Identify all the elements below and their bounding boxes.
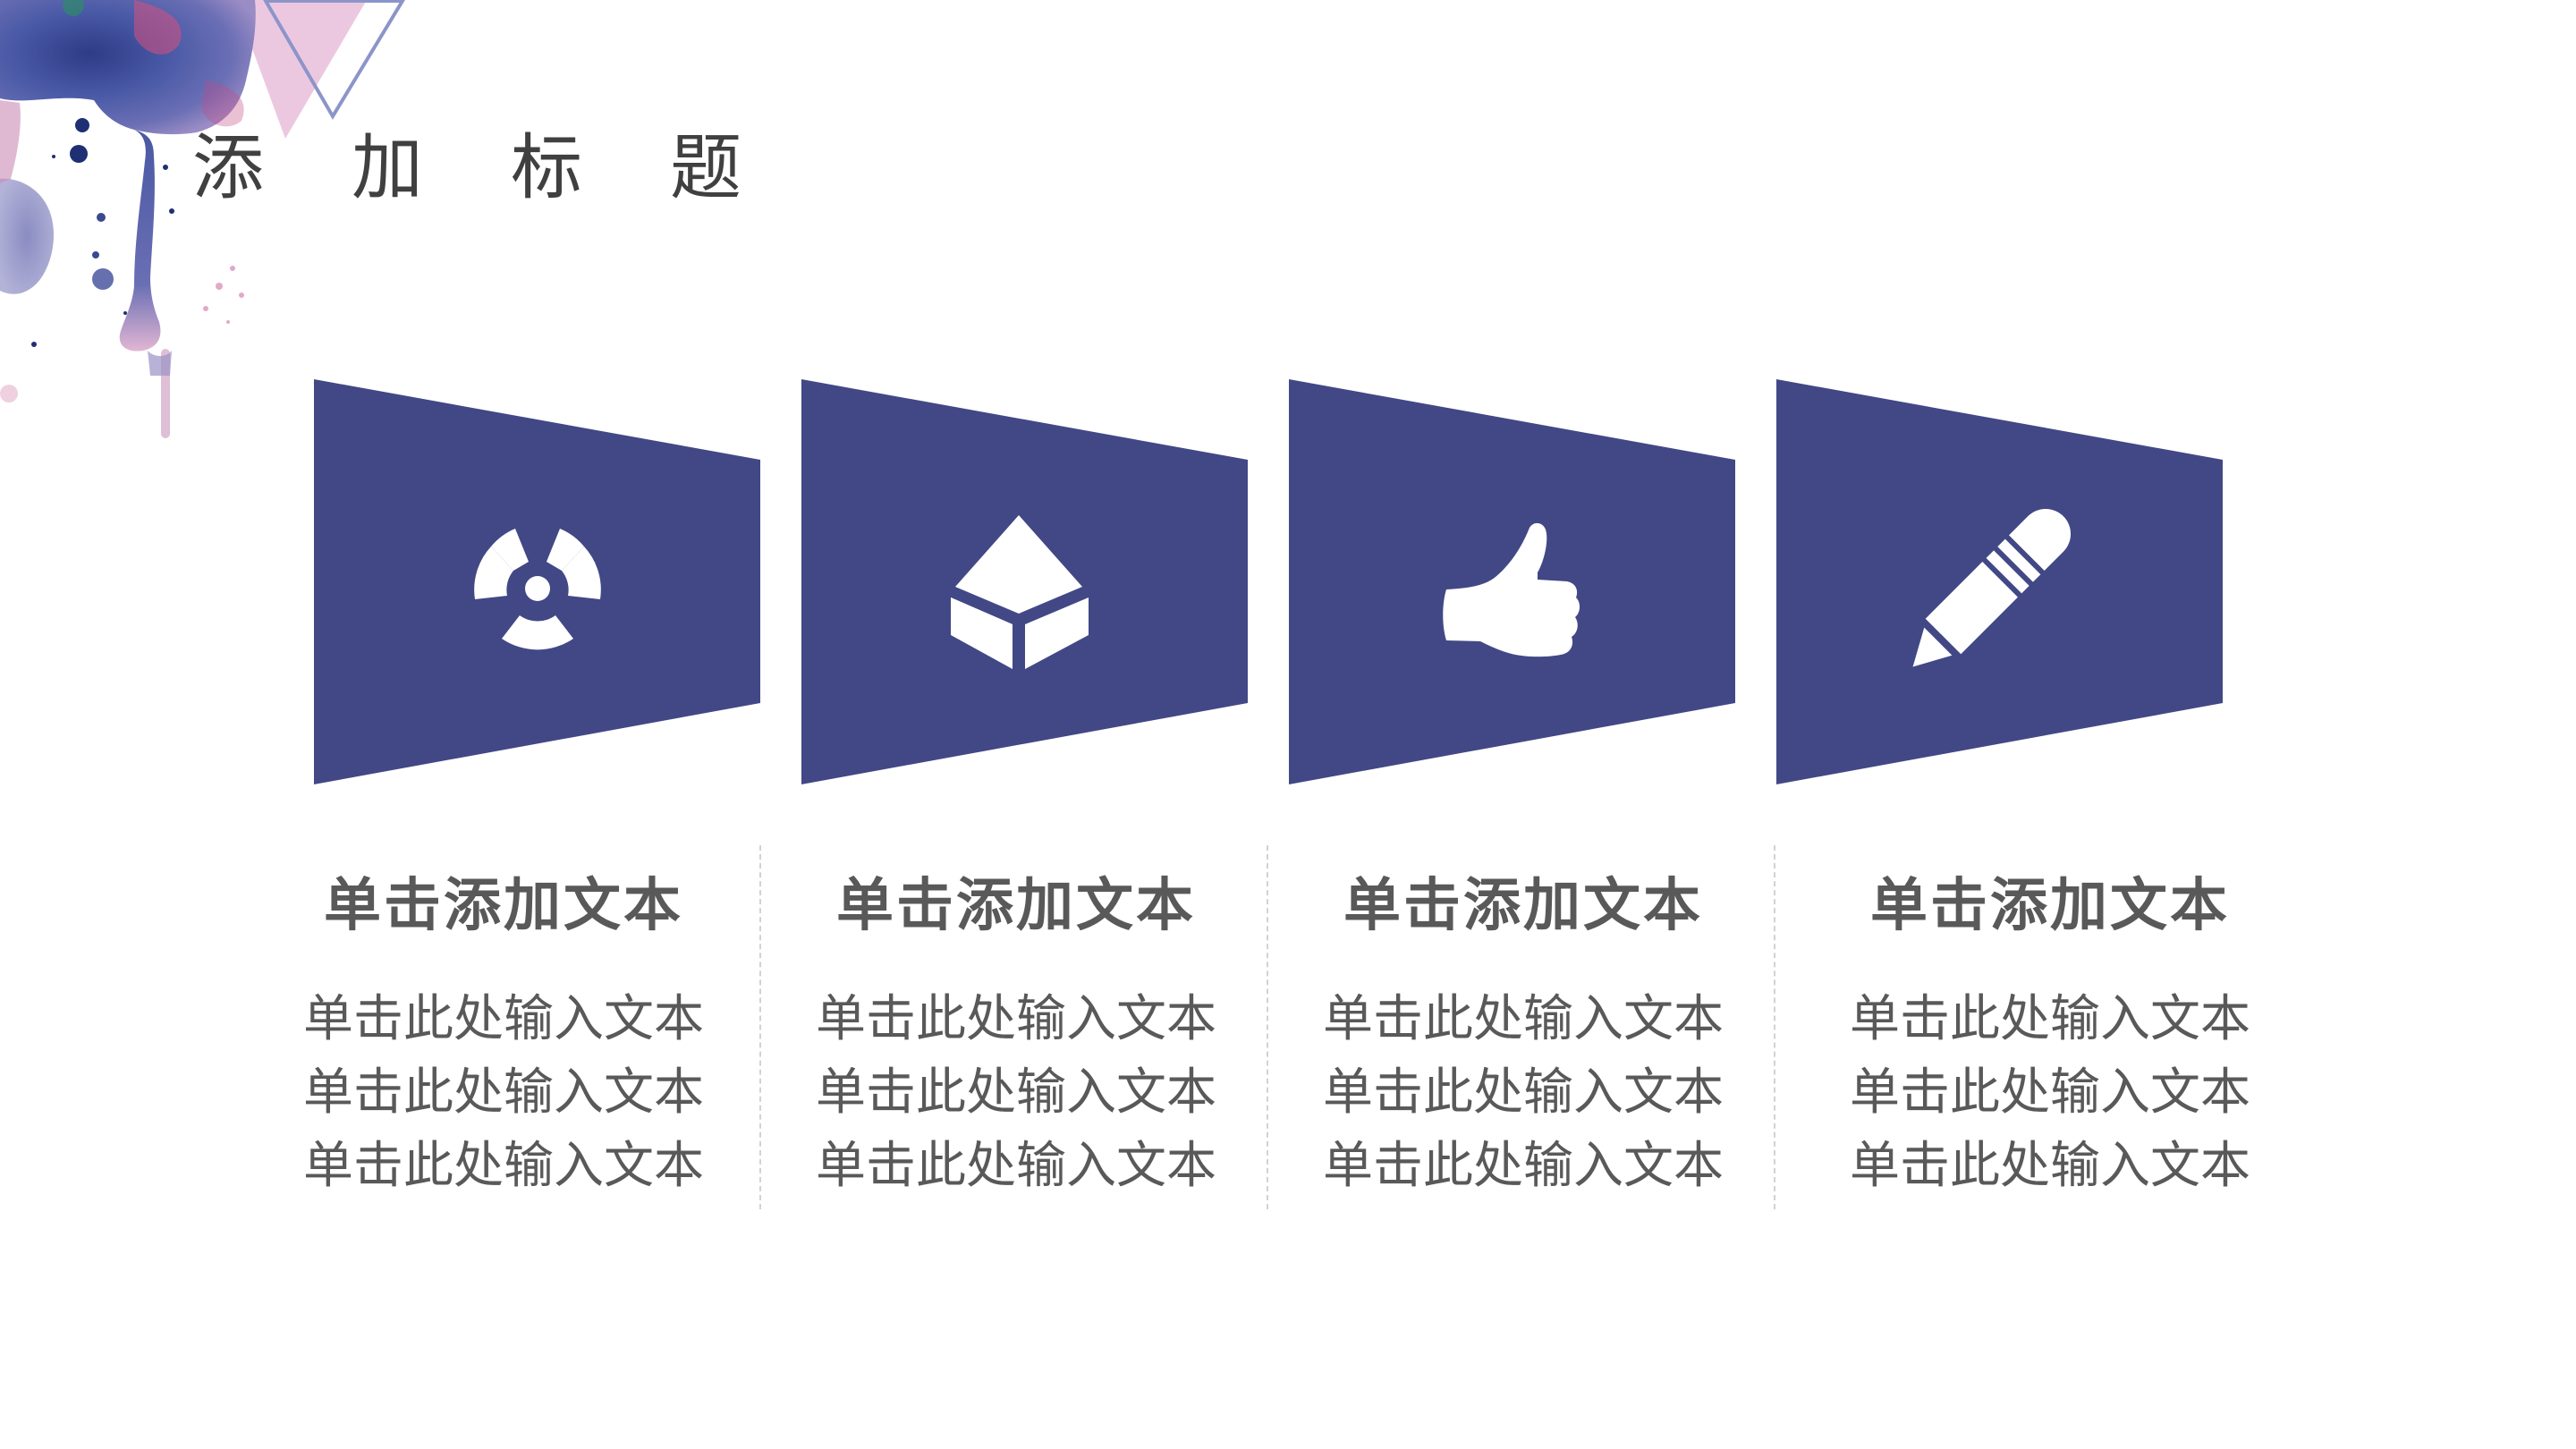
thumbs-up-icon [1443, 522, 1580, 657]
column-body[interactable]: 单击此处输入文本 单击此处输入文本 单击此处输入文本 [1273, 983, 1774, 1203]
text-column-3: 单击添加文本 单击此处输入文本 单击此处输入文本 单击此处输入文本 [1273, 863, 1774, 1203]
panel-4[interactable] [1776, 379, 2223, 784]
text-column-1: 单击添加文本 单击此处输入文本 单击此处输入文本 单击此处输入文本 [253, 863, 754, 1203]
body-line: 单击此处输入文本 [303, 1063, 704, 1122]
panel-row [314, 379, 2223, 784]
column-heading[interactable]: 单击添加文本 [1870, 873, 2230, 939]
outline-triangle [263, 0, 405, 120]
body-line: 单击此处输入文本 [1323, 1137, 1724, 1195]
body-line: 单击此处输入文本 [1323, 1063, 1724, 1122]
pink-triangle [234, 0, 367, 139]
panel-2[interactable] [801, 379, 1248, 784]
body-line: 单击此处输入文本 [1323, 990, 1724, 1048]
column-body[interactable]: 单击此处输入文本 单击此处输入文本 单击此处输入文本 [766, 983, 1267, 1203]
cube-icon [951, 515, 1089, 669]
pencil-icon [1912, 508, 2072, 667]
panel-3[interactable] [1289, 379, 1735, 784]
column-heading[interactable]: 单击添加文本 [324, 873, 683, 939]
body-line: 单击此处输入文本 [816, 1063, 1216, 1122]
body-line: 单击此处输入文本 [303, 1137, 704, 1195]
text-column-4: 单击添加文本 单击此处输入文本 单击此处输入文本 单击此处输入文本 [1800, 863, 2301, 1203]
body-line: 单击此处输入文本 [1850, 1137, 2250, 1195]
column-divider [1774, 845, 1775, 1209]
body-line: 单击此处输入文本 [1850, 990, 2250, 1048]
radiation-icon [474, 529, 601, 650]
column-divider [1267, 845, 1268, 1209]
body-line: 单击此处输入文本 [303, 990, 704, 1048]
column-body[interactable]: 单击此处输入文本 单击此处输入文本 单击此处输入文本 [1800, 983, 2301, 1203]
watercolor-decoration [0, 0, 405, 438]
text-column-2: 单击添加文本 单击此处输入文本 单击此处输入文本 单击此处输入文本 [766, 863, 1267, 1203]
column-heading[interactable]: 单击添加文本 [836, 873, 1196, 939]
body-line: 单击此处输入文本 [816, 1137, 1216, 1195]
body-line: 单击此处输入文本 [1850, 1063, 2250, 1122]
column-body[interactable]: 单击此处输入文本 单击此处输入文本 单击此处输入文本 [253, 983, 754, 1203]
column-heading[interactable]: 单击添加文本 [1343, 873, 1703, 939]
panel-1[interactable] [314, 379, 760, 784]
body-line: 单击此处输入文本 [816, 990, 1216, 1048]
column-divider [759, 845, 761, 1209]
page-title: 添加标题 [192, 126, 829, 209]
